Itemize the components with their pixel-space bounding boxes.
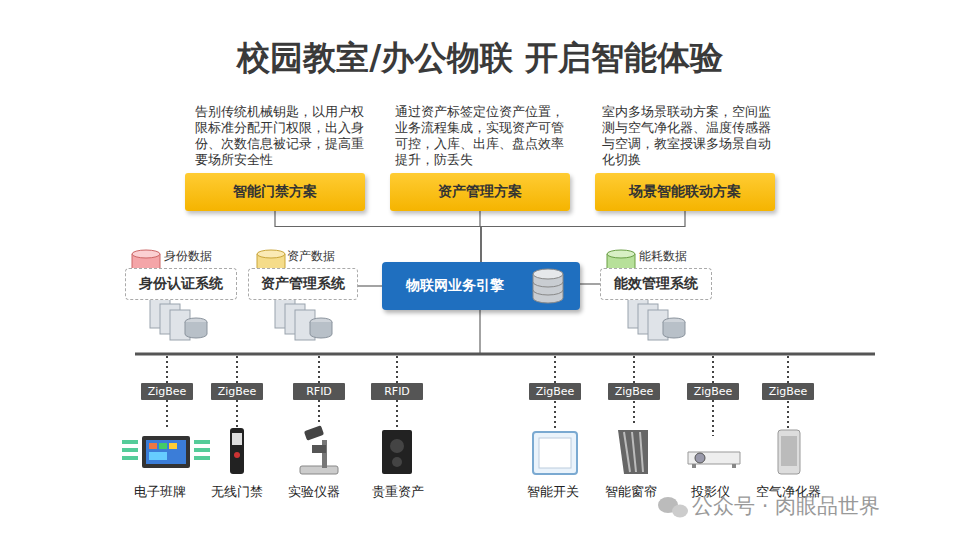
node-label: 身份认证系统 — [139, 275, 223, 293]
dotted-links — [167, 356, 788, 436]
title: 校园教室/办公物联 开启智能体验 — [0, 36, 960, 81]
protocol-tag: ZigBee — [529, 383, 582, 400]
device-name: 智能窗帘 — [604, 483, 658, 501]
protocol-tag: ZigBee — [687, 383, 740, 400]
solution-box: 场景智能联动方案 — [595, 173, 775, 211]
bus-line — [135, 353, 875, 356]
protocol-tag: ZigBee — [141, 383, 194, 400]
protocol-tag: RFID — [293, 383, 345, 400]
device-name: 电子班牌 — [133, 483, 187, 501]
data-label: 能耗数据 — [639, 248, 687, 265]
system-box: 资产数据资产管理系统 — [248, 268, 358, 300]
device-name: 无线门禁 — [210, 483, 264, 501]
node-label: ZigBee — [148, 385, 187, 398]
node-label: RFID — [384, 385, 410, 398]
node-label: 场景智能联动方案 — [629, 183, 741, 201]
solution-box: 资产管理方案 — [390, 173, 570, 211]
protocol-tag: RFID — [371, 383, 423, 400]
node-label: ZigBee — [694, 385, 733, 398]
description: 通过资产标签定位资产位置，业务流程集成，实现资产可管可控，入库、出库、盘点效率提… — [395, 104, 573, 168]
node-label: RFID — [306, 385, 332, 398]
connector — [580, 283, 600, 284]
data-label: 资产数据 — [287, 248, 335, 265]
description: 告别传统机械钥匙，以用户权限标准分配开门权限，出入身份、次数信息被记录，提高重要… — [195, 104, 365, 168]
bus-drop — [479, 310, 480, 354]
protocol-tag: ZigBee — [211, 383, 264, 400]
node-label: ZigBee — [769, 385, 808, 398]
watermark: 公众号 · 肉眼品世界 — [692, 492, 880, 520]
node-label: 物联网业务引擎 — [406, 277, 504, 295]
system-box: 能耗数据能效管理系统 — [600, 268, 712, 300]
solution-box: 智能门禁方案 — [185, 173, 365, 211]
connector — [358, 285, 382, 286]
node-label: ZigBee — [615, 385, 654, 398]
node-label: ZigBee — [536, 385, 575, 398]
engine-box: 物联网业务引擎 — [382, 262, 580, 310]
system-box: 身份数据身份认证系统 — [125, 268, 237, 300]
node-label: 智能门禁方案 — [233, 183, 317, 201]
device-icons — [122, 425, 800, 474]
device-name: 贵重资产 — [371, 483, 425, 501]
protocol-tag: ZigBee — [608, 383, 661, 400]
node-label: ZigBee — [218, 385, 257, 398]
data-label: 身份数据 — [164, 248, 212, 265]
protocol-tag: ZigBee — [762, 383, 815, 400]
db-icon — [530, 266, 566, 306]
node-label: 资产管理方案 — [438, 183, 522, 201]
node-label: 能效管理系统 — [614, 275, 698, 293]
device-name: 智能开关 — [526, 483, 580, 501]
device-name: 实验仪器 — [287, 483, 341, 501]
wechat-icon — [658, 497, 688, 518]
node-label: 资产管理系统 — [261, 275, 345, 293]
description: 室内多场景联动方案，空间监测与空气净化器、温度传感器与空调，教室授课多场景自动化… — [602, 104, 772, 168]
